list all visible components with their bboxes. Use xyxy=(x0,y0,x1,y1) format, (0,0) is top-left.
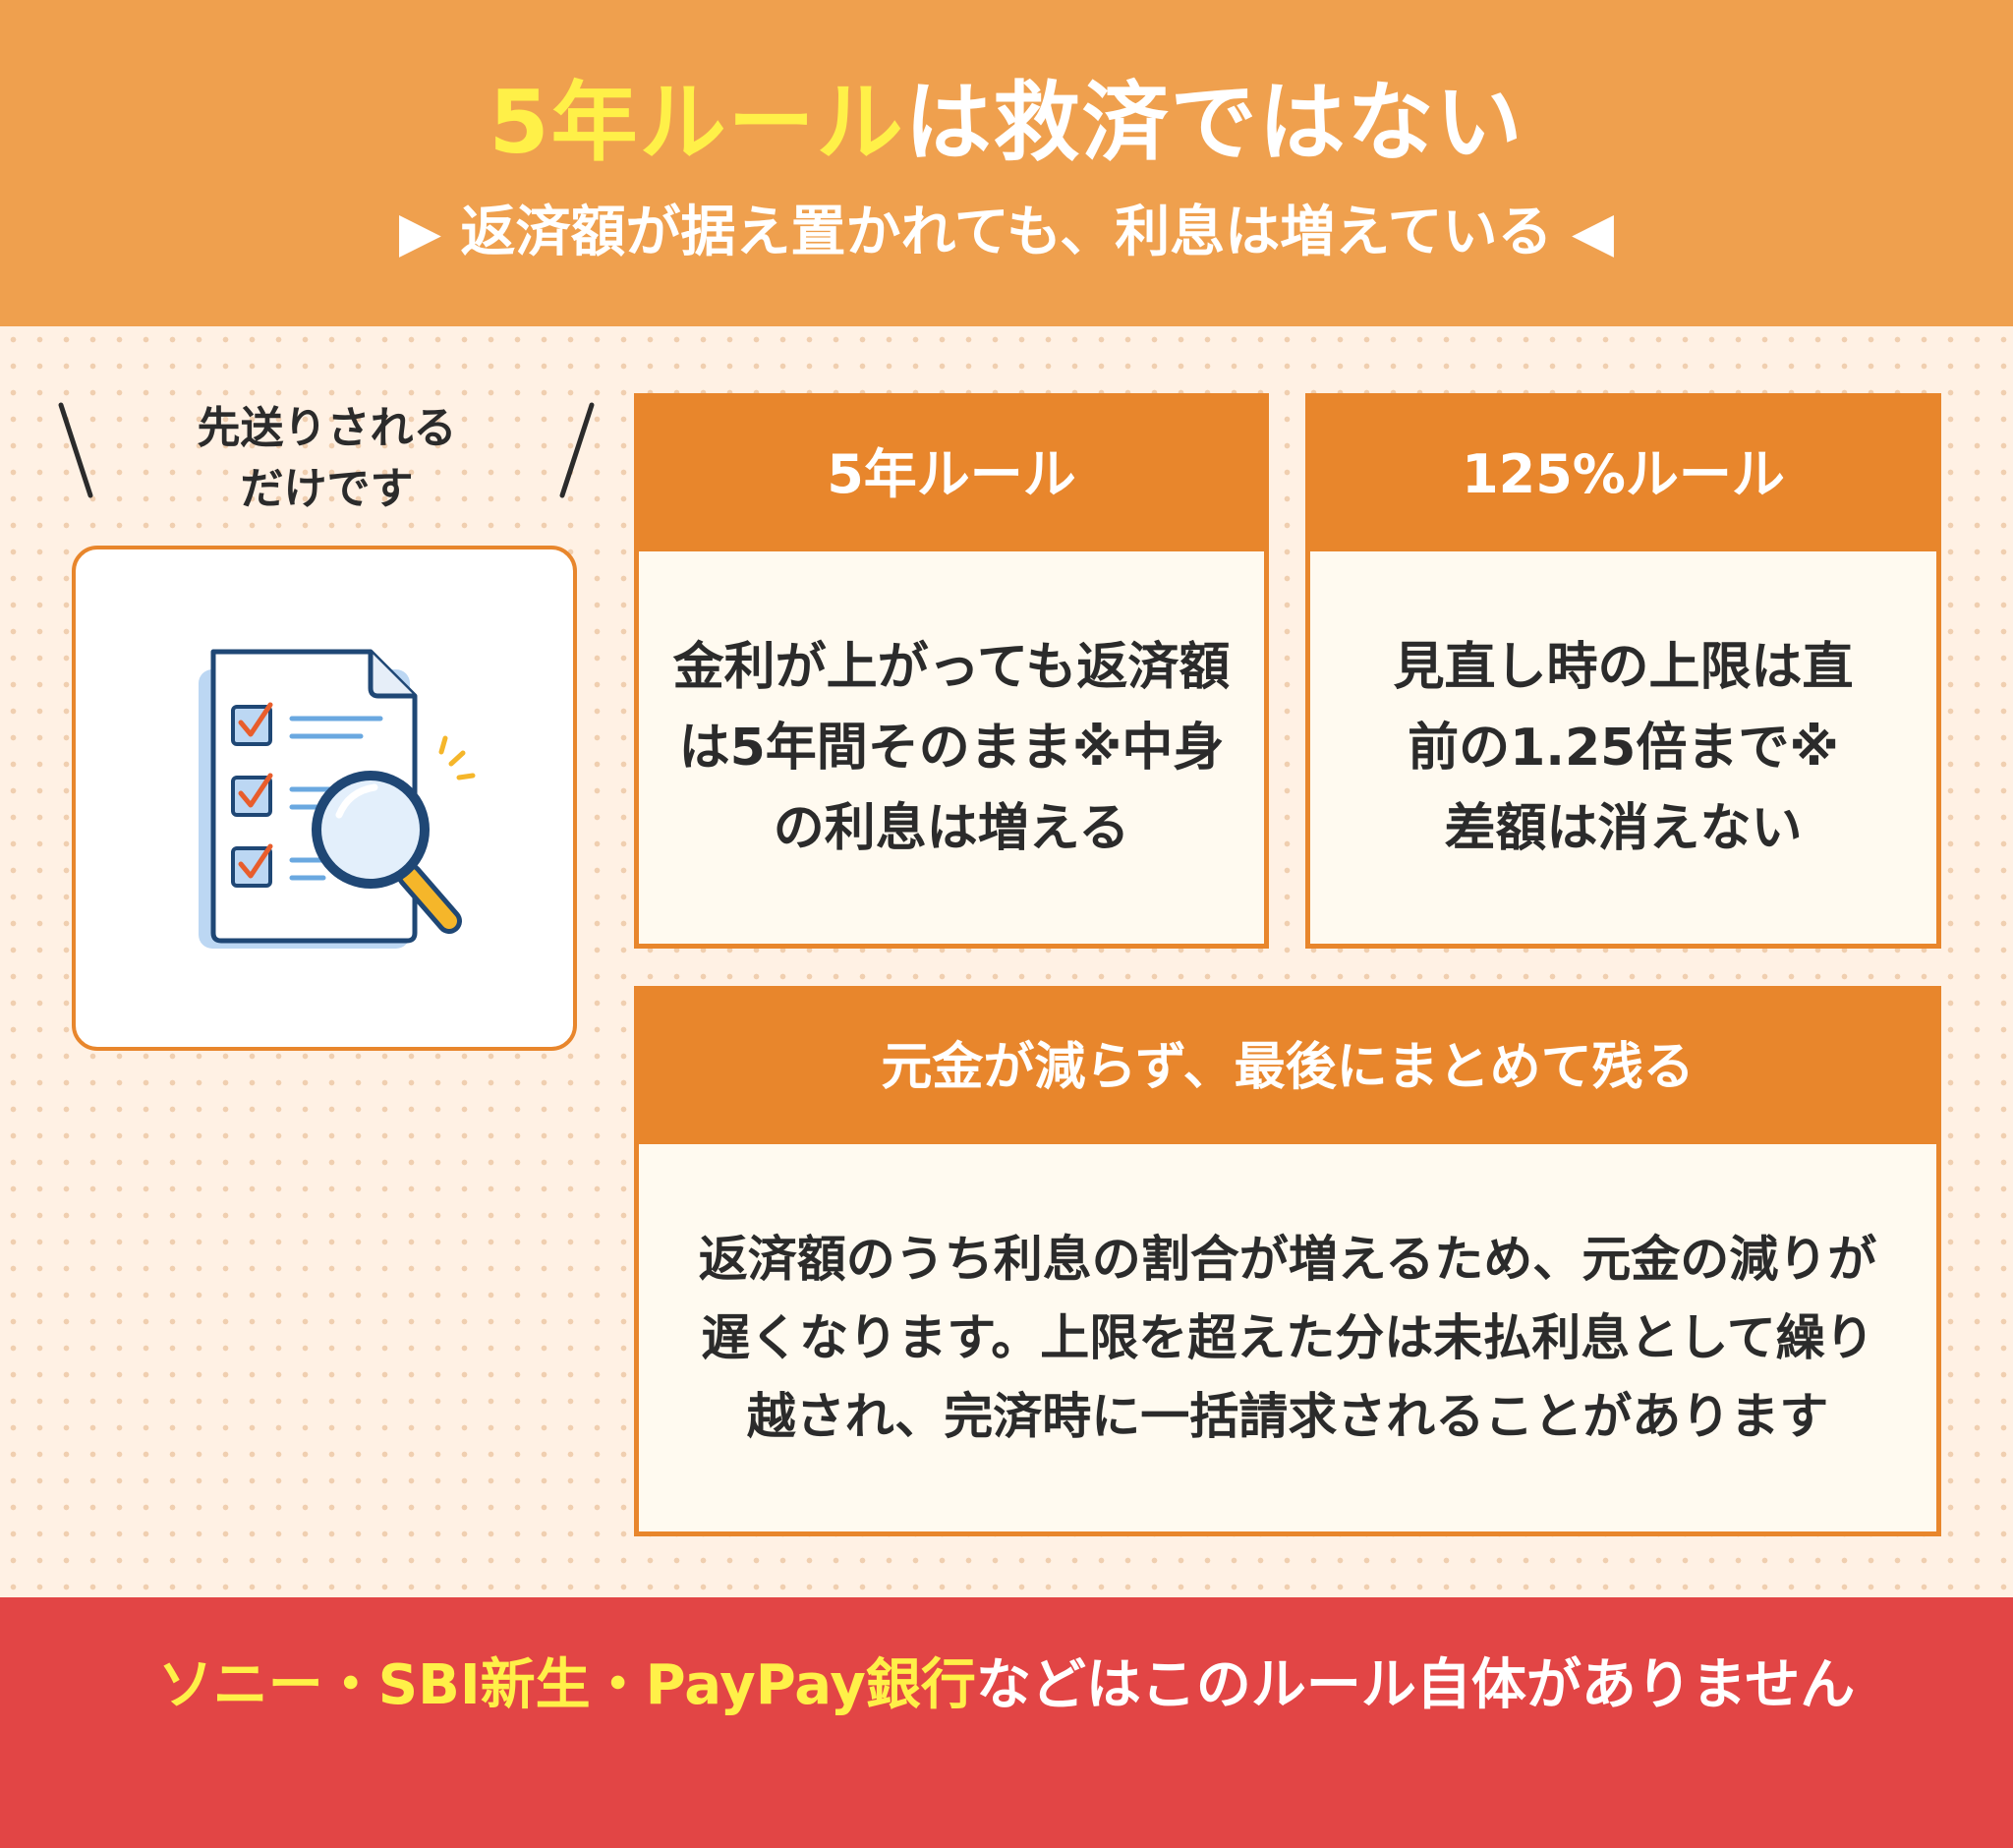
card-body-text: 金利が上がっても返済額は5年間そのまま※中身の利息は増える xyxy=(672,637,1231,858)
card-title: 5年ルール xyxy=(639,398,1264,551)
caption-line-2: だけです xyxy=(240,464,414,514)
footer-highlight: ソニー・SBI新生・PayPay銀行 xyxy=(157,1653,976,1717)
footer-text: ソニー・SBI新生・PayPay銀行などはこのルール自体がありません xyxy=(69,1645,1944,1727)
card-body: 見直し時の上限は直前の1.25倍まで※差額は消えない xyxy=(1310,551,1936,944)
card-title: 元金が減らず、最後にまとめて残る xyxy=(639,991,1936,1144)
right-slash-mark xyxy=(559,402,595,498)
title-rest: は救済ではない xyxy=(904,72,1524,173)
card-body-text: 見直し時の上限は直前の1.25倍まで※差額は消えない xyxy=(1393,637,1854,858)
left-slash-mark xyxy=(58,402,93,498)
card-body: 金利が上がっても返済額は5年間そのまま※中身の利息は増える xyxy=(639,551,1264,944)
card-125percent-rule: 125%ルール 見直し時の上限は直前の1.25倍まで※差額は消えない xyxy=(1305,393,1941,949)
header-banner: 5年ルールは救済ではない ▶ 返済額が据え置かれても、利息は増えている ◀ xyxy=(0,0,2013,326)
caption-line-1: 先送りされる xyxy=(197,403,457,453)
document-checklist-magnifier-icon xyxy=(199,649,476,949)
card-5year-rule: 5年ルール 金利が上がっても返済額は5年間そのまま※中身の利息は増える xyxy=(634,393,1269,949)
card-principal-remains: 元金が減らず、最後にまとめて残る 返済額のうち利息の割合が増えるため、元金の減り… xyxy=(634,986,1941,1536)
card-body-text: 返済額のうち利息の割合が増えるため、元金の減りが遅くなります。上限を超えた分は未… xyxy=(698,1231,1877,1445)
title-highlight: 5年ルール xyxy=(489,72,905,173)
illustration-caption: 先送りされる だけです xyxy=(138,398,516,520)
page-subtitle: ▶ 返済額が据え置かれても、利息は増えている ◀ xyxy=(398,201,1615,264)
card-body: 返済額のうち利息の割合が増えるため、元金の減りが遅くなります。上限を超えた分は未… xyxy=(639,1144,1936,1531)
page-title: 5年ルールは救済ではない xyxy=(0,69,2013,177)
footer-banner: ソニー・SBI新生・PayPay銀行などはこのルール自体がありません xyxy=(0,1597,2013,1848)
footer-rest: などはこのルール自体がありません xyxy=(975,1653,1856,1717)
illustration-panel xyxy=(72,546,577,1051)
card-title: 125%ルール xyxy=(1310,398,1936,551)
